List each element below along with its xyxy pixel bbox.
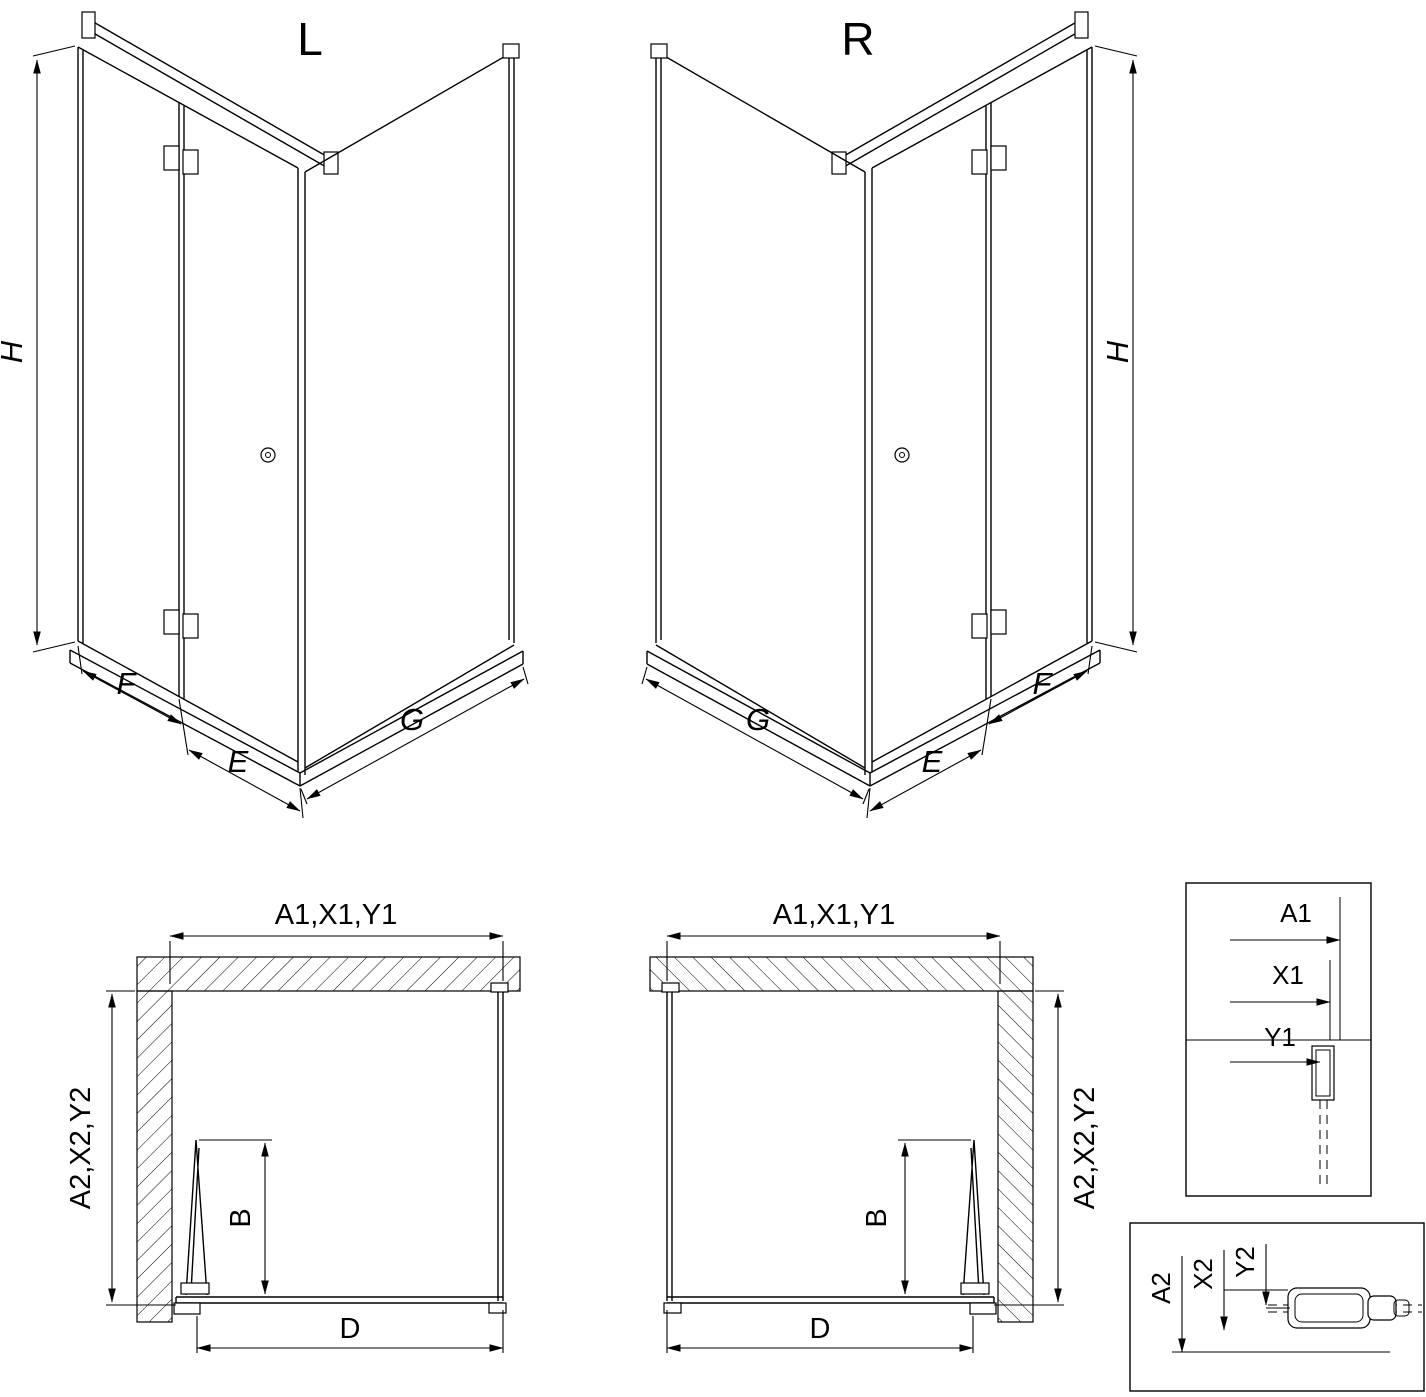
dim-label-D: D [810, 1313, 831, 1345]
dim-label-H: H [0, 340, 29, 363]
detail-view-bottom: A2 X2 Y2 [1129, 1222, 1425, 1392]
variant-label-left: L [297, 13, 323, 65]
detail-bottom-frame [1129, 1222, 1425, 1392]
iso-view-right: R H G E F [642, 12, 1137, 818]
dim-label-G: G [746, 702, 770, 737]
dim-label-A1X1Y1: A1,X1,Y1 [275, 899, 398, 931]
glass-profile-section [1311, 1045, 1335, 1101]
iso-view-left: L H F E G [0, 12, 528, 818]
dim-label-G: G [400, 702, 424, 737]
glass-profile-inner [1315, 1049, 1331, 1097]
bottom-profile-inner [1294, 1293, 1364, 1323]
bottom-profile-seal [1367, 1295, 1397, 1321]
dim-label-E: E [228, 744, 249, 779]
dim-label-A2X2Y2: A2,X2,Y2 [1069, 1087, 1101, 1210]
dim-label-A2: A2 [1146, 1272, 1176, 1304]
dim-label-A2X2Y2: A2,X2,Y2 [65, 1087, 97, 1210]
dim-label-H: H [1100, 340, 1135, 363]
dim-label-A1X1Y1: A1,X1,Y1 [773, 899, 896, 931]
dim-label-X1: X1 [1272, 960, 1304, 990]
dim-label-A1: A1 [1280, 898, 1312, 928]
variant-label-right: R [841, 13, 874, 65]
dim-label-E: E [922, 744, 943, 779]
detail-view-top: A1 X1 Y1 [1185, 882, 1372, 1197]
dim-label-B: B [225, 1208, 257, 1227]
dim-label-X2: X2 [1188, 1258, 1218, 1290]
plan-view-right: A1,X1,Y1 A2,X2,Y2 B D [650, 899, 1101, 1353]
reference-lines [1172, 1289, 1390, 1353]
dim-label-D: D [340, 1313, 361, 1345]
dim-label-F: F [117, 666, 138, 701]
dim-label-Y1: Y1 [1264, 1022, 1296, 1052]
plan-view-left: A1,X1,Y1 A2,X2,Y2 B D [65, 899, 520, 1353]
glass-dashed [1319, 1100, 1328, 1190]
dim-label-Y2: Y2 [1230, 1246, 1260, 1278]
dim-label-B: B [861, 1208, 893, 1227]
bottom-profile-cap [1393, 1299, 1410, 1317]
dim-label-F: F [1033, 666, 1054, 701]
